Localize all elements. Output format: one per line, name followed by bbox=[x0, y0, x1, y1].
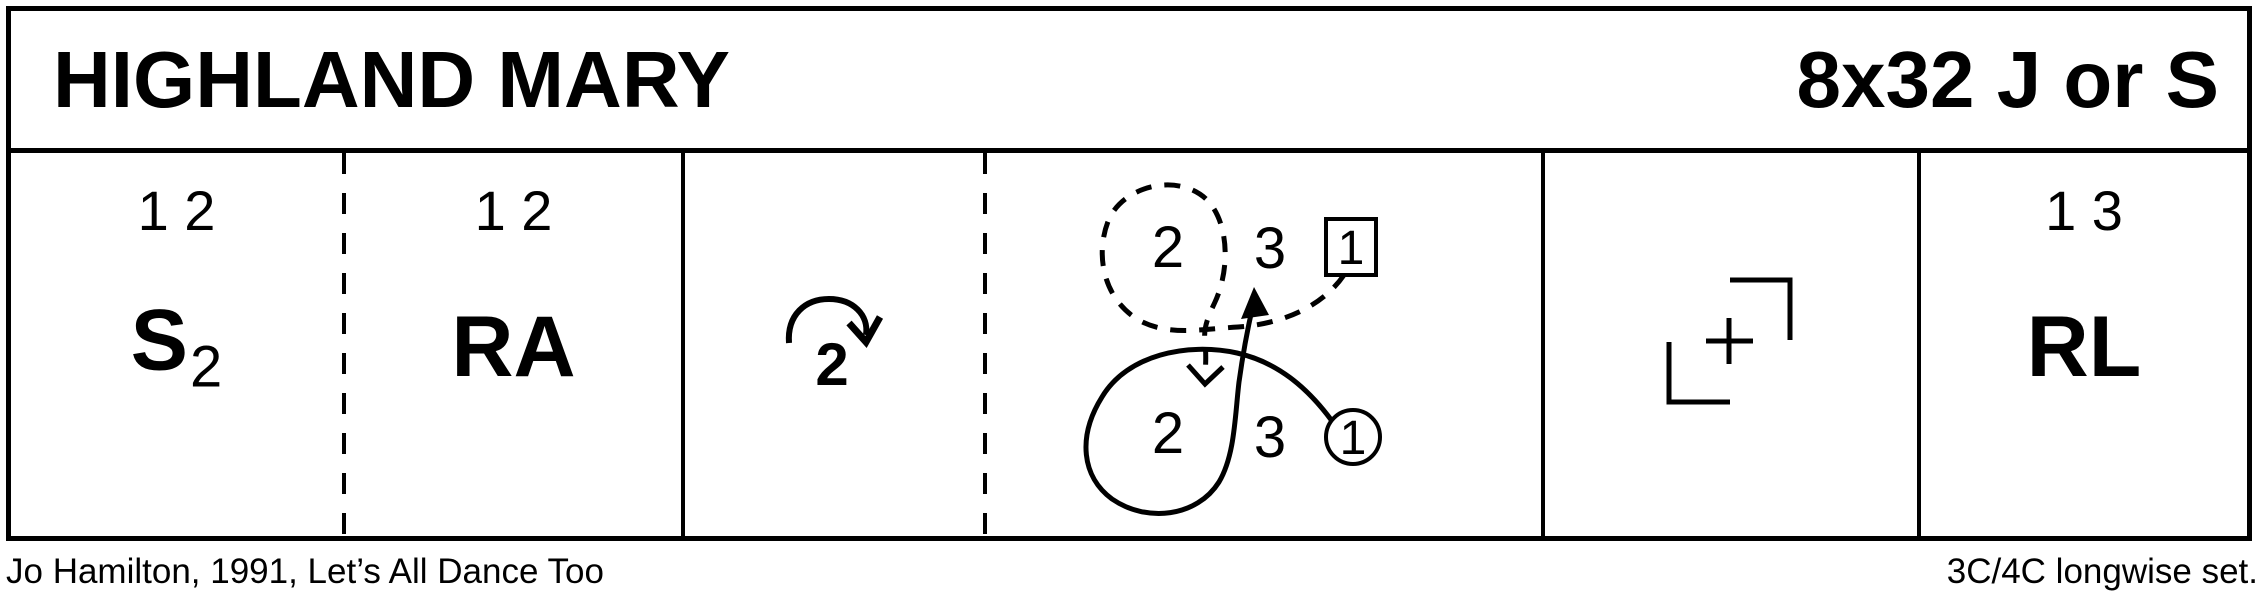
couples-label: 1 2 bbox=[474, 179, 553, 242]
figure-code-set: S2 bbox=[131, 298, 223, 397]
bottom-pos3-label: 3 bbox=[1254, 405, 1286, 470]
bar-cell-poussette bbox=[1545, 153, 1917, 541]
bar-cell-rights-across: 1 2 RA bbox=[346, 153, 681, 541]
dance-crib-table: HIGHLAND MARY 8x32 J or S 1 2 S2 1 2 RA bbox=[6, 6, 2252, 541]
bar-divider-solid bbox=[1917, 153, 1921, 541]
bar-cell-rights-and-lefts: 1 3 RL bbox=[1921, 153, 2247, 541]
bar-cell-turn: 2 bbox=[685, 153, 983, 541]
first-woman-circle-marker bbox=[1324, 408, 1382, 466]
top-pos2-label: 2 bbox=[1152, 215, 1184, 280]
first-woman-number: 1 bbox=[1340, 412, 1367, 465]
first-man-square-marker bbox=[1324, 217, 1378, 277]
woman-arrowhead-icon bbox=[1241, 287, 1269, 319]
turn-arc bbox=[785, 295, 870, 344]
couples-label: 1 3 bbox=[2045, 179, 2123, 242]
bar-cell-set: 1 2 S2 bbox=[11, 153, 342, 541]
first-man-number: 1 bbox=[1338, 222, 1365, 275]
man-track-path bbox=[1099, 182, 1347, 376]
poussette-bottom-left-bracket bbox=[1666, 342, 1730, 405]
dance-type-bars: 8x32 J or S bbox=[1796, 34, 2220, 124]
poussette-icon bbox=[1666, 277, 1793, 405]
woman-track-path bbox=[1083, 304, 1335, 516]
poussette-plus-icon bbox=[1706, 318, 1753, 364]
code-main: RL bbox=[2026, 299, 2142, 395]
code-main: S bbox=[130, 292, 189, 389]
set-formation: 3C/4C longwise set. bbox=[1946, 552, 2258, 591]
top-pos3-label: 3 bbox=[1254, 216, 1286, 281]
turn-count-label: 2 bbox=[815, 331, 848, 398]
code-main: RA bbox=[451, 299, 576, 395]
bar-divider-solid bbox=[681, 153, 685, 541]
bottom-pos2-label: 2 bbox=[1152, 401, 1184, 466]
arrowhead-chevron bbox=[846, 315, 884, 348]
bar-cell-figure-of-eight: 2 3 1 2 3 1 bbox=[987, 153, 1541, 541]
bars-row: 1 2 S2 1 2 RA 2 bbox=[11, 153, 2247, 541]
phrase-divider-dashed bbox=[342, 153, 346, 541]
devisor-credit: Jo Hamilton, 1991, Let’s All Dance Too bbox=[6, 552, 604, 591]
dance-title: HIGHLAND MARY bbox=[53, 34, 730, 124]
phrase-divider-dashed bbox=[983, 153, 987, 541]
couples-label: 1 2 bbox=[137, 179, 216, 242]
header-row: HIGHLAND MARY 8x32 J or S bbox=[11, 11, 2247, 153]
figure-code-rl: RL bbox=[2027, 304, 2142, 390]
code-subscript: 2 bbox=[190, 334, 223, 400]
man-arrowhead-chevron bbox=[1186, 363, 1225, 388]
poussette-top-right-bracket bbox=[1730, 277, 1793, 340]
figure-of-eight-diagram: 2 3 1 2 3 1 bbox=[1083, 182, 1382, 516]
figure-code-ra: RA bbox=[451, 304, 575, 390]
clockwise-turn-arrow-icon: 2 bbox=[785, 295, 884, 398]
footer: Jo Hamilton, 1991, Let’s All Dance Too 3… bbox=[0, 551, 2267, 593]
bar-divider-solid bbox=[1541, 153, 1545, 541]
